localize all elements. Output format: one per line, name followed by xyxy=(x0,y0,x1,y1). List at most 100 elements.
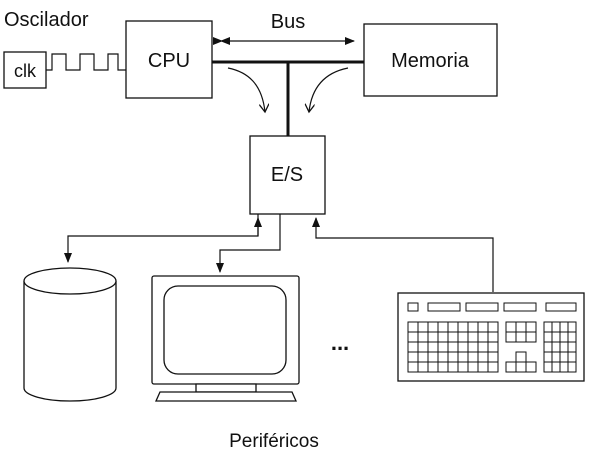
keyboard-key xyxy=(567,341,577,353)
keyboard-key xyxy=(567,331,577,343)
keyboard-key xyxy=(467,321,479,333)
keyboard-key xyxy=(505,331,517,343)
keyboard-key xyxy=(477,341,489,353)
curved-arrow-left xyxy=(227,67,265,112)
monitor-icon xyxy=(151,275,300,402)
keyboard-key xyxy=(407,331,419,343)
keyboard-key xyxy=(515,361,527,373)
ellipsis-label: ... xyxy=(331,330,349,355)
keyboard-key xyxy=(417,341,429,353)
keyboard-key xyxy=(427,331,439,343)
keyboard-key xyxy=(427,351,439,363)
keyboard-key xyxy=(477,331,489,343)
keyboard-key xyxy=(447,341,459,353)
keyboard-key xyxy=(437,351,449,363)
keyboard-key xyxy=(487,351,499,363)
keyboard-key xyxy=(551,361,561,373)
bus-label: Bus xyxy=(271,11,305,33)
peripherals-caption: Periféricos xyxy=(229,431,319,452)
bus-direction-arrow-left-head xyxy=(220,37,230,45)
keyboard-key xyxy=(437,361,449,373)
keyboard-key xyxy=(551,351,561,363)
oscillator-label: Oscilador xyxy=(4,9,89,31)
keyboard-key xyxy=(407,361,419,373)
keyboard-key xyxy=(467,351,479,363)
io-box xyxy=(249,135,326,215)
keyboard-key xyxy=(447,321,459,333)
keyboard-key xyxy=(417,331,429,343)
keyboard-key xyxy=(437,341,449,353)
keyboard-key xyxy=(567,361,577,373)
memory-box xyxy=(363,23,498,97)
io-label: E/S xyxy=(271,164,303,186)
keyboard-key xyxy=(477,321,489,333)
keyboard-key xyxy=(543,321,553,333)
keyboard-to-io-line xyxy=(312,217,494,292)
keyboard-key xyxy=(487,361,499,373)
keyboard-key xyxy=(457,361,469,373)
keyboard-key xyxy=(525,331,537,343)
keyboard-key xyxy=(487,331,499,343)
clock-label: clk xyxy=(14,61,37,81)
keyboard-key xyxy=(543,351,553,363)
curved-arrow-right xyxy=(309,67,349,112)
keyboard-key xyxy=(407,341,419,353)
keyboard-key xyxy=(505,321,517,333)
cpu-box xyxy=(125,20,213,99)
keyboard-key xyxy=(447,331,459,343)
keyboard-key xyxy=(457,331,469,343)
keyboard-key xyxy=(543,331,553,343)
keyboard-key xyxy=(407,321,419,333)
disk-icon xyxy=(23,267,117,402)
keyboard-key xyxy=(457,341,469,353)
keyboard-key xyxy=(515,321,527,333)
clock-signal-wave xyxy=(46,53,126,71)
keyboard-key xyxy=(407,351,419,363)
keyboard-key xyxy=(551,341,561,353)
keyboard-key xyxy=(559,351,569,363)
keyboard-key xyxy=(467,331,479,343)
keyboard-key xyxy=(525,321,537,333)
keyboard-key xyxy=(543,361,553,373)
keyboard-key xyxy=(543,341,553,353)
keyboard-key xyxy=(477,361,489,373)
keyboard-key xyxy=(417,321,429,333)
keyboard-key xyxy=(417,361,429,373)
io-to-disk-line xyxy=(64,214,259,263)
keyboard-key xyxy=(437,331,449,343)
keyboard-key xyxy=(545,302,577,312)
keyboard-key xyxy=(487,321,499,333)
keyboard-key xyxy=(559,361,569,373)
memory-label: Memoria xyxy=(391,50,470,72)
keyboard-key xyxy=(417,351,429,363)
keyboard-key xyxy=(551,321,561,333)
keyboard-key xyxy=(567,321,577,333)
clock-box xyxy=(3,51,47,89)
keyboard-key xyxy=(487,341,499,353)
keyboard-key xyxy=(465,302,499,312)
keyboard-key xyxy=(427,361,439,373)
keyboard-key xyxy=(427,341,439,353)
keyboard-key xyxy=(427,302,461,312)
keyboard-key xyxy=(503,302,537,312)
keyboard-key xyxy=(457,351,469,363)
keyboard-key xyxy=(567,351,577,363)
keyboard-key xyxy=(559,341,569,353)
keyboard-key xyxy=(427,321,439,333)
keyboard-key xyxy=(437,321,449,333)
keyboard-key xyxy=(515,351,527,363)
keyboard-key xyxy=(467,341,479,353)
keyboard-key xyxy=(477,351,489,363)
keyboard-key xyxy=(457,321,469,333)
keyboard-key xyxy=(505,361,517,373)
keyboard-key xyxy=(447,361,459,373)
cpu-label: CPU xyxy=(148,50,190,72)
keyboard-key xyxy=(559,321,569,333)
keyboard-icon xyxy=(397,292,585,382)
keyboard-key xyxy=(525,361,537,373)
keyboard-key xyxy=(515,331,527,343)
keyboard-key xyxy=(551,331,561,343)
keyboard-key xyxy=(407,302,419,312)
keyboard-key xyxy=(467,361,479,373)
